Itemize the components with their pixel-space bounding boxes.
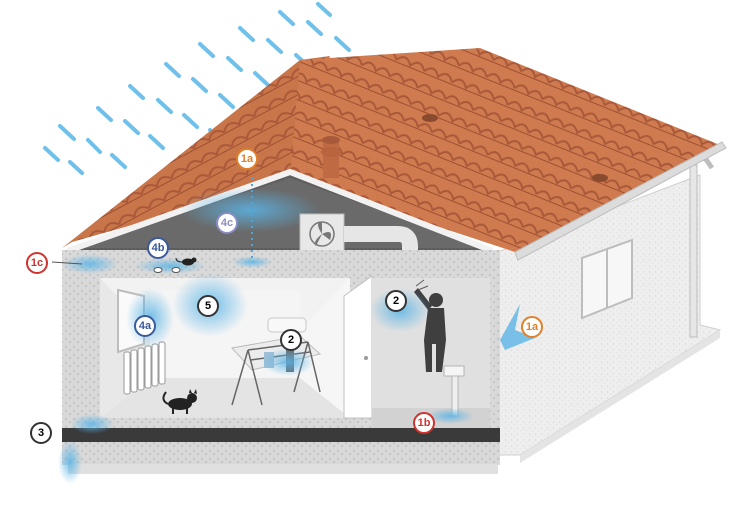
cat-icon xyxy=(162,389,197,414)
shower-icon xyxy=(415,279,429,291)
marker-3[interactable]: 3 xyxy=(30,422,52,444)
marker-4b[interactable]: 4b xyxy=(147,237,169,259)
mouse-icon xyxy=(175,257,197,266)
marker-4a[interactable]: 4a xyxy=(134,315,156,337)
marker-1b[interactable]: 1b xyxy=(413,412,435,434)
marker-5[interactable]: 5 xyxy=(197,295,219,317)
pointer-1c xyxy=(51,261,83,265)
marker-4c[interactable]: 4c xyxy=(216,212,238,234)
window-icon xyxy=(581,238,633,320)
gutter xyxy=(514,141,727,261)
roof-front xyxy=(62,56,330,248)
marker-2-bathroom[interactable]: 2 xyxy=(385,290,407,312)
moisture-spots xyxy=(58,254,535,484)
radiator-icon xyxy=(123,341,166,395)
marker-1a-wall[interactable]: 1a xyxy=(521,316,543,338)
droplets xyxy=(153,267,181,273)
marker-1a-roof[interactable]: 1a xyxy=(236,148,258,170)
fan-icon xyxy=(299,213,345,255)
duct xyxy=(344,226,418,280)
marker-2-bedroom[interactable]: 2 xyxy=(280,329,302,351)
marker-1c[interactable]: 1c xyxy=(26,252,48,274)
door xyxy=(343,275,373,419)
chimney-icon xyxy=(321,136,341,178)
